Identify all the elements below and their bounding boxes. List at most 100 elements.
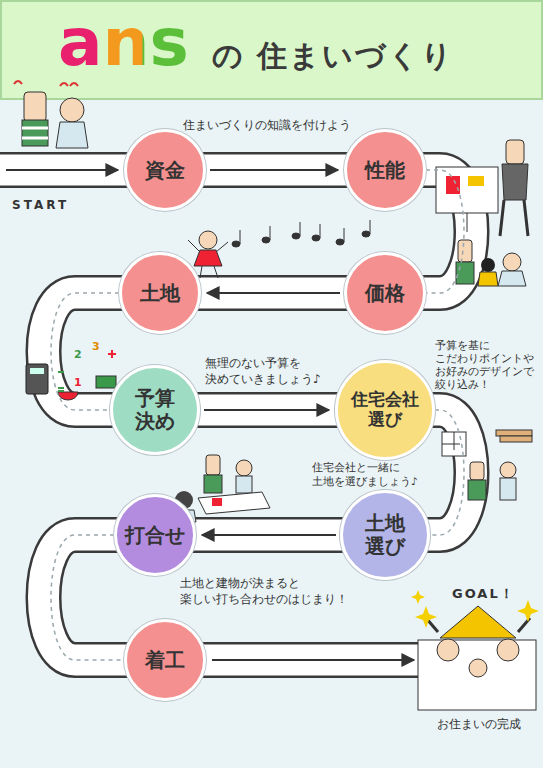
- step-name: 資金: [145, 159, 185, 182]
- floor-plan: [500, 462, 516, 478]
- flow-connector: [202, 534, 336, 536]
- presenter: [502, 164, 528, 200]
- flow-connector: [51, 535, 124, 660]
- music-notes: [270, 226, 271, 240]
- calculator: [30, 368, 44, 374]
- flow-connector: [430, 410, 464, 535]
- presenter: [524, 200, 528, 236]
- music-notes: [320, 224, 321, 238]
- dancing-girl: [200, 266, 202, 278]
- start-couple: [22, 137, 48, 140]
- calc-number: 1: [74, 376, 82, 390]
- goal-label: GOAL！: [452, 586, 515, 603]
- music-notes: [336, 239, 344, 245]
- step-circle: 資金: [124, 129, 206, 211]
- start-couple: [60, 98, 84, 122]
- goal-house: [426, 618, 530, 632]
- floor-plan: [442, 444, 460, 445]
- floor-plan: [470, 462, 484, 480]
- step-name: 住宅会社 選び: [347, 390, 424, 429]
- music-notes: [262, 237, 270, 243]
- presenter: [467, 213, 468, 232]
- floor-plan: [496, 430, 532, 436]
- note: 住宅会社と一緒に 土地を選びましょう♪: [312, 461, 442, 488]
- calculator: [58, 372, 64, 391]
- step-circle: 土地: [119, 252, 201, 334]
- goal-house: [418, 640, 536, 710]
- flow-connector: [426, 170, 464, 293]
- flow-connector: [204, 409, 329, 411]
- title-band: [1, 1, 542, 99]
- calculator: [108, 350, 116, 358]
- calculator: [26, 364, 48, 394]
- goal-house: [437, 639, 459, 661]
- step-name: 着工: [145, 649, 185, 672]
- floor-plan: [500, 436, 532, 442]
- goal-arrow: [212, 660, 414, 661]
- road: [0, 170, 472, 660]
- calc-number: 3: [92, 340, 100, 354]
- goal-house: [411, 590, 539, 710]
- presenter: [500, 200, 504, 236]
- floor-plan: [442, 430, 532, 500]
- goal-house: [469, 659, 487, 677]
- music-notes: [312, 235, 320, 241]
- goal-arrow: [212, 659, 414, 661]
- road: [0, 170, 472, 660]
- family: [481, 258, 495, 272]
- dancing-girl: [214, 266, 218, 278]
- presenter: [436, 140, 528, 236]
- note: 住まいづくりの知識を付けよう: [183, 118, 351, 134]
- music-notes: [232, 220, 370, 247]
- floor-plan: [454, 432, 455, 450]
- flow-connector: [210, 169, 338, 171]
- family: [456, 262, 474, 284]
- floor-plan: [468, 480, 486, 500]
- step-circle: 住宅会社 選び: [335, 360, 435, 460]
- step-name: 性能: [365, 159, 405, 182]
- title-band: [1, 1, 542, 99]
- start-couple: [24, 92, 46, 122]
- dancing-girl: [199, 231, 217, 249]
- presenter: [468, 176, 484, 186]
- step-circle: 着工: [124, 619, 206, 701]
- logo: ans: [58, 10, 189, 76]
- meeting-couple: [236, 476, 252, 493]
- dancing-girl: [188, 240, 200, 252]
- step-name: 打合せ: [125, 524, 185, 547]
- music-notes: [292, 233, 300, 239]
- meeting-couple: [212, 498, 222, 506]
- start-couple: [56, 122, 88, 148]
- dancing-girl: [194, 250, 222, 266]
- meeting-couple: [206, 455, 220, 475]
- presenter: [506, 140, 524, 164]
- family: [478, 272, 498, 286]
- note: 予算を基に こだわりポイントや お好みのデザインで 絞り込み！: [435, 339, 535, 392]
- music-notes: [362, 231, 370, 237]
- meeting-couple: [198, 492, 270, 514]
- step-circle: 価格: [344, 252, 426, 334]
- goal-house: [497, 639, 519, 661]
- flow-connector: [51, 293, 119, 410]
- music-notes: [300, 222, 301, 236]
- calc-number: 2: [74, 348, 82, 362]
- family: [503, 253, 521, 271]
- music-notes: [370, 220, 371, 234]
- step-circle: 予算 決め: [110, 365, 200, 455]
- step-circle: 打合せ: [114, 494, 196, 576]
- start-label: START: [12, 198, 69, 214]
- caption-note: お住まいの完成: [437, 717, 521, 733]
- calculator: [26, 350, 116, 400]
- family: [458, 240, 472, 262]
- note: 土地と建物が決まると 楽しい打ち合わせのはじまり！: [180, 576, 410, 607]
- music-notes: [240, 230, 241, 244]
- music-notes: [344, 228, 345, 242]
- start-couple: [14, 81, 78, 86]
- step-name: 土地: [140, 282, 180, 305]
- start-arrow: [6, 170, 118, 171]
- step-name: 価格: [365, 282, 405, 305]
- start-couple: [14, 81, 88, 148]
- family: [456, 240, 526, 286]
- presenter: [446, 176, 460, 194]
- title: の 住まいづくり: [212, 36, 454, 75]
